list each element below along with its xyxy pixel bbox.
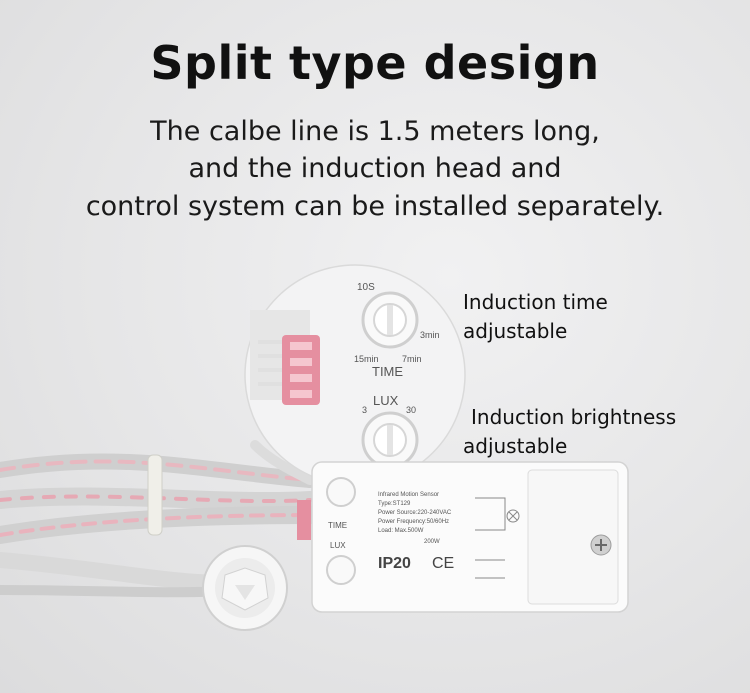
spec-line-4: Power Frequency:50/60Hz <box>378 519 449 525</box>
description-line-3: control system can be installed separate… <box>85 191 665 222</box>
callout-brightness-line-2: adjustable <box>463 434 568 458</box>
dial-label-3: 3 <box>362 405 367 415</box>
wiring-diagram <box>475 497 520 579</box>
dial-label-15min: 15min <box>354 354 379 364</box>
dial-time-label: TIME <box>372 364 403 379</box>
description-line-2: and the induction head and <box>188 153 562 184</box>
callout-brightness-line-1: Induction brightness <box>471 405 677 429</box>
dial-label-30: 30 <box>406 405 416 415</box>
cable-bundle <box>0 440 324 598</box>
controller-box: TIME LUX Infrared Motion Sensor Type:ST1… <box>297 461 629 613</box>
dial-label-3min: 3min <box>420 330 440 340</box>
ip-rating: IP20 <box>378 555 411 572</box>
spec-line-2: Type:ST129 <box>378 501 411 507</box>
connector-wires <box>258 335 320 405</box>
dial-label-10s: 10S <box>357 282 375 293</box>
callout-time: Induction time adjustable <box>463 288 608 346</box>
box-time-label: TIME <box>328 521 347 530</box>
callout-time-line-2: adjustable <box>463 319 568 343</box>
spec-line-1: Infrared Motion Sensor <box>378 492 439 498</box>
dial-label-7min: 7min <box>402 354 422 364</box>
ce-mark: CE <box>432 555 454 572</box>
page-title: Split type design <box>150 36 600 90</box>
callout-time-line-1: Induction time <box>463 290 608 314</box>
zoom-detail: 10S 3min 15min 7min TIME LUX 3 30 <box>244 264 466 486</box>
box-lux-label: LUX <box>330 541 346 550</box>
induction-head <box>202 545 288 631</box>
dial-lux-label: LUX <box>373 393 399 408</box>
spec-line-3: Power Source:220-240VAC <box>378 510 452 516</box>
description-line-1: The calbe line is 1.5 meters long, <box>150 116 600 147</box>
callout-brightness: Induction brightness adjustable <box>463 403 676 461</box>
spec-line-5: Load: Max.500W <box>378 528 424 534</box>
spec-wattage: 200W <box>424 539 440 545</box>
